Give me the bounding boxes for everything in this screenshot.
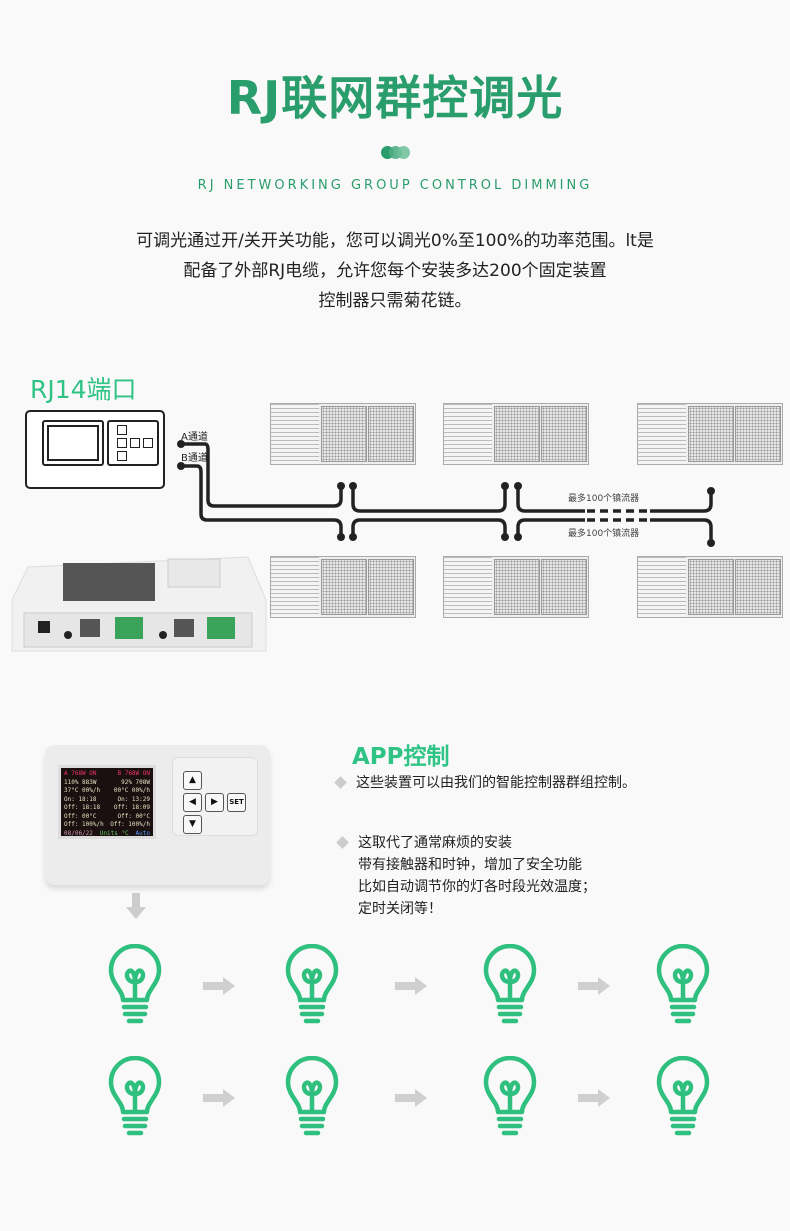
left-key-icon	[117, 438, 127, 448]
right-arrow-icon	[578, 1089, 610, 1107]
channel-b-label: B通道	[181, 453, 208, 464]
controller-device-photo	[11, 556, 267, 652]
intro-line: 配备了外部RJ电缆，允许您每个安装多达200个固定装置	[183, 261, 607, 281]
ballast-fixture	[270, 403, 416, 465]
page-title: RJ联网群控调光	[226, 71, 564, 125]
intro-text: 可调光通过开/关开关功能，您可以调光0%至100%的功率范围。lt是 配备了外部…	[60, 226, 730, 316]
wire-link	[351, 486, 507, 513]
right-arrow-icon	[395, 1089, 427, 1107]
enter-key-icon	[143, 438, 153, 448]
right-arrow-icon	[203, 977, 235, 995]
wire-link	[516, 486, 713, 513]
intro-line: 可调光通过开/关开关功能，您可以调光0%至100%的功率范围。lt是	[136, 231, 654, 251]
decorative-dots	[381, 146, 411, 160]
down-key-icon	[117, 451, 127, 461]
bullet-text: 定时关闭等！	[358, 901, 442, 917]
lightbulb-icon	[653, 1055, 713, 1140]
bullet-text: 这些装置可以由我们的智能控制器群组控制。	[356, 775, 636, 791]
dashed-continuation	[587, 509, 650, 522]
ballast-fixture	[270, 556, 416, 618]
intro-line: 控制器只需菊花链。	[318, 291, 472, 311]
diamond-bullet-icon	[336, 836, 349, 849]
max-ballast-note: 最多100个镇流器	[568, 529, 640, 539]
wiring-diagram	[177, 440, 715, 547]
lightbulb-icon	[105, 1055, 165, 1140]
right-arrow-icon	[395, 977, 427, 995]
bullet-text: 这取代了通常麻烦的安装	[358, 835, 512, 851]
lightbulb-icon	[480, 1055, 540, 1140]
right-arrow-icon	[203, 1089, 235, 1107]
up-key-icon	[117, 425, 127, 435]
controller-screen-drawing	[42, 420, 104, 466]
ballast-fixture	[443, 556, 589, 618]
rj14-port-label: RJ14端口	[30, 375, 137, 404]
controller-keypad: ▲ ◀ ▶ SET ▼	[172, 757, 258, 836]
set-button[interactable]: SET	[227, 793, 246, 812]
lightbulb-icon	[653, 943, 713, 1028]
lightbulb-icon	[480, 943, 540, 1028]
down-button[interactable]: ▼	[183, 815, 202, 834]
ballast-fixture	[443, 403, 589, 465]
right-arrow-icon	[578, 977, 610, 995]
ballast-fixture	[637, 556, 783, 618]
right-key-icon	[130, 438, 140, 448]
bullet-text: 带有接触器和时钟，增加了安全功能	[358, 857, 582, 873]
feature-bullet: 这取代了通常麻烦的安装 带有接触器和时钟，增加了安全功能 比如自动调节你的灯各时…	[336, 832, 596, 920]
controller-keypad-drawing	[107, 420, 159, 466]
channel-b-wire	[181, 464, 343, 537]
app-control-title: APP控制	[352, 744, 450, 770]
lightbulb-icon	[105, 943, 165, 1028]
channel-a-wire	[181, 442, 343, 508]
page-subtitle: RJ NETWORKING GROUP CONTROL DIMMING	[197, 178, 593, 193]
right-button[interactable]: ▶	[205, 793, 224, 812]
channel-a-label: A通道	[181, 432, 208, 443]
lightbulb-icon	[282, 1055, 342, 1140]
lightbulb-icon	[282, 943, 342, 1028]
ballast-fixture	[637, 403, 783, 465]
feature-bullet: 这些装置可以由我们的智能控制器群组控制。	[334, 772, 636, 794]
bullet-text: 比如自动调节你的灯各时段光效温度；	[358, 879, 596, 895]
max-ballast-note: 最多100个镇流器	[568, 494, 640, 504]
up-button[interactable]: ▲	[183, 771, 202, 790]
diamond-bullet-icon	[334, 776, 347, 789]
wire-link	[516, 518, 713, 543]
wire-link	[351, 518, 507, 537]
down-arrow-icon	[126, 893, 146, 919]
left-button[interactable]: ◀	[183, 793, 202, 812]
